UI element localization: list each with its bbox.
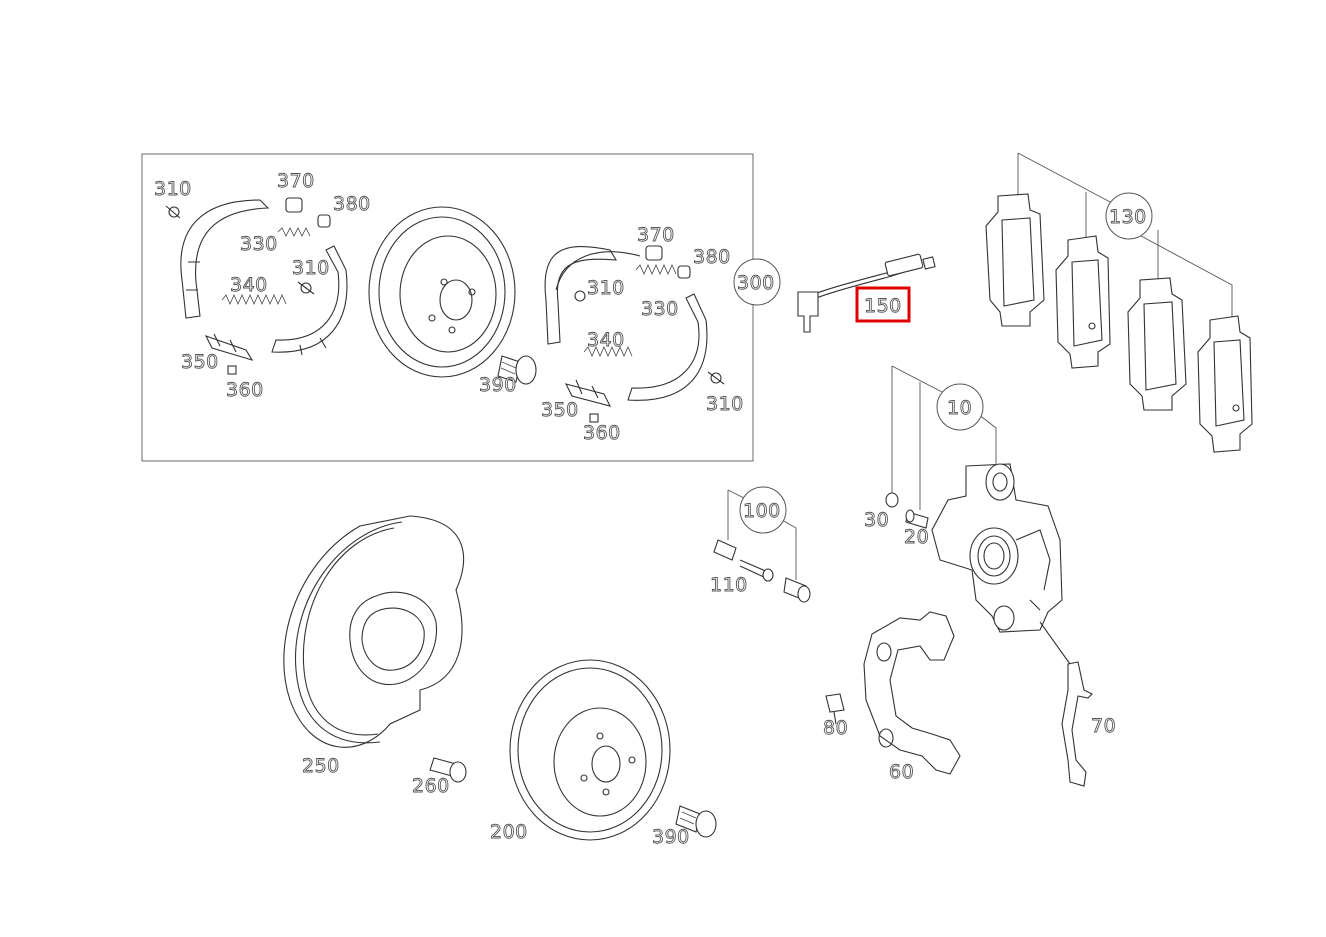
part-label-70[interactable]: 70 — [1091, 715, 1117, 738]
dust-shield-250 — [283, 515, 467, 783]
callout-circle-130 — [1105, 192, 1153, 240]
parking-brake-group — [141, 153, 754, 462]
brake-disc-200 — [509, 659, 717, 841]
part-label-200[interactable]: 200 — [490, 821, 528, 844]
part-label-370[interactable]: 370 — [277, 170, 315, 193]
part-label-30[interactable]: 30 — [864, 509, 890, 532]
part-label-340[interactable]: 340 — [587, 329, 625, 352]
part-label-300[interactable]: 300 — [737, 272, 775, 295]
part-label-350[interactable]: 350 — [181, 351, 219, 374]
part-label-250[interactable]: 250 — [302, 755, 340, 778]
part-label-310[interactable]: 310 — [292, 257, 330, 280]
part-label-330[interactable]: 330 — [240, 233, 278, 256]
part-label-360[interactable]: 360 — [226, 379, 264, 402]
part-label-20[interactable]: 20 — [904, 526, 930, 549]
part-label-80[interactable]: 80 — [823, 717, 849, 740]
callout-circle-10 — [936, 383, 984, 431]
caliper-carrier-60 — [825, 611, 961, 775]
callout-circle-300 — [733, 258, 781, 306]
part-label-380[interactable]: 380 — [333, 193, 371, 216]
highlight-box-150 — [855, 286, 911, 323]
caliper-10 — [885, 365, 1071, 665]
part-label-310[interactable]: 310 — [587, 277, 625, 300]
part-label-310[interactable]: 310 — [154, 178, 192, 201]
part-label-110[interactable]: 110 — [710, 574, 748, 597]
callout-circle-100 — [739, 486, 787, 534]
part-label-330[interactable]: 330 — [641, 298, 679, 321]
part-label-370[interactable]: 370 — [637, 224, 675, 247]
part-label-260[interactable]: 260 — [412, 775, 450, 798]
guide-pins-100 — [713, 489, 811, 603]
part-label-130[interactable]: 130 — [1109, 206, 1147, 229]
spring-clip-70 — [1061, 661, 1093, 787]
part-label-380[interactable]: 380 — [693, 246, 731, 269]
part-label-340[interactable]: 340 — [230, 274, 268, 297]
part-label-390[interactable]: 390 — [479, 374, 517, 397]
part-label-150[interactable]: 150 — [864, 295, 902, 318]
part-label-350[interactable]: 350 — [541, 399, 579, 422]
part-label-60[interactable]: 60 — [889, 761, 915, 784]
wear-sensor-150 — [797, 253, 936, 333]
part-label-360[interactable]: 360 — [583, 422, 621, 445]
part-label-100[interactable]: 100 — [743, 500, 781, 523]
brake-pads-130 — [985, 152, 1253, 453]
part-label-310[interactable]: 310 — [706, 393, 744, 416]
part-label-10[interactable]: 10 — [947, 397, 973, 420]
part-label-390[interactable]: 390 — [652, 826, 690, 849]
